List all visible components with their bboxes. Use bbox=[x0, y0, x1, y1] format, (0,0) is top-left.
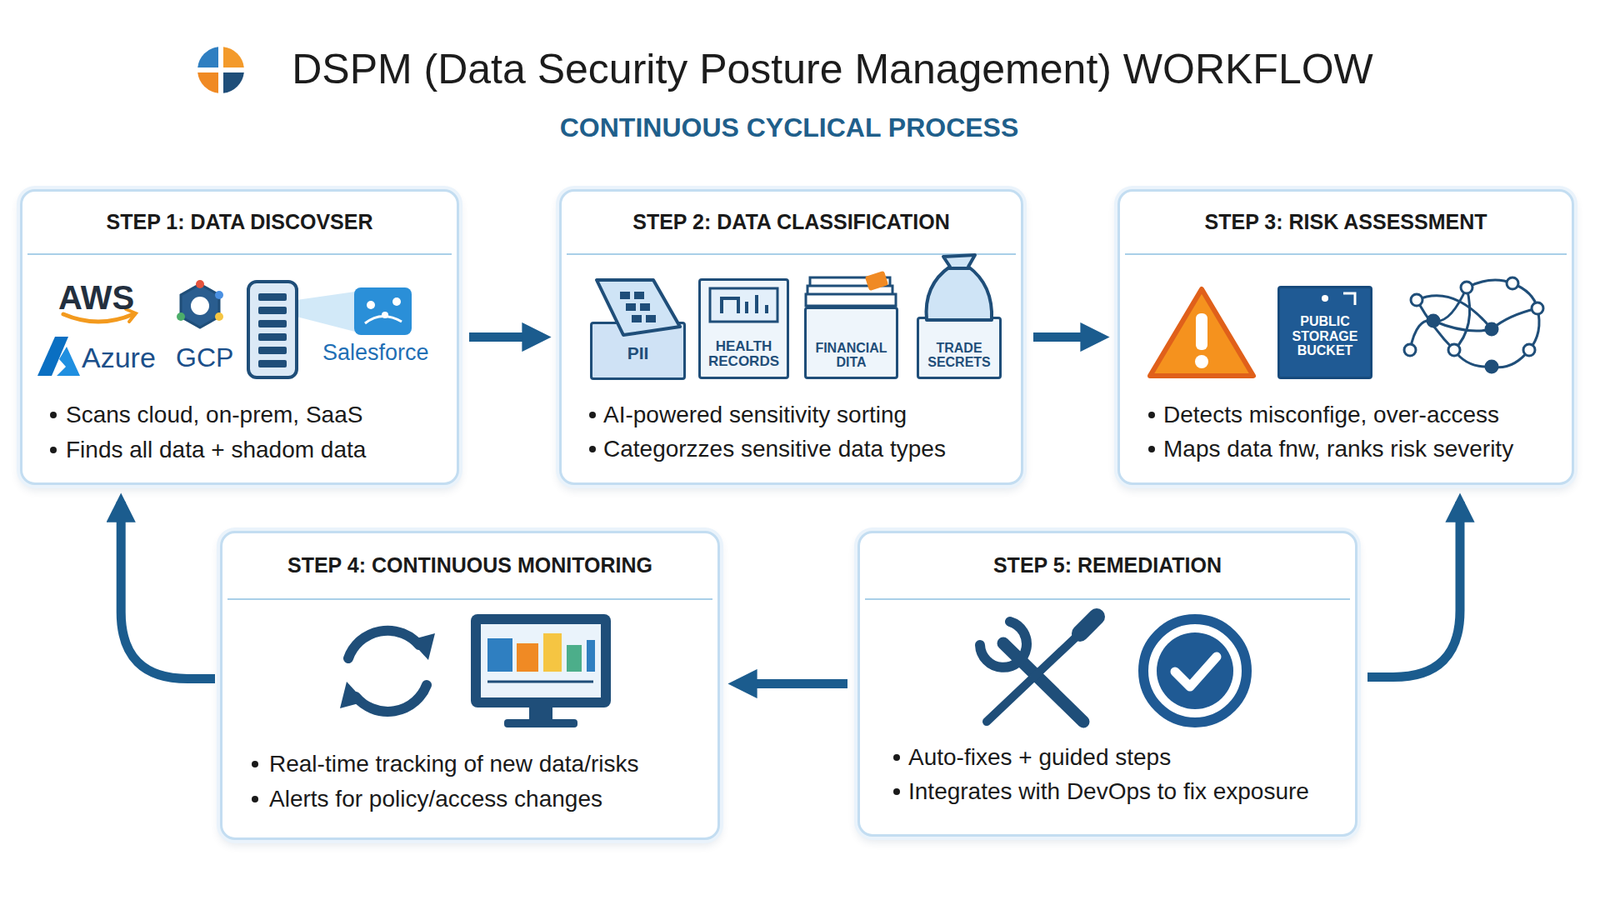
bullet-dot bbox=[893, 754, 900, 761]
bullet-dot bbox=[251, 795, 259, 803]
step-box: STEP 5: REMEDIATION Auto-fixes + guided s… bbox=[857, 530, 1358, 837]
bullet-text: AI-powered sensitivity sorting bbox=[603, 401, 907, 429]
text-label: Salesforce bbox=[322, 341, 430, 365]
data-type-label: FINANCIAL DITA bbox=[806, 340, 896, 370]
bullet-dot bbox=[893, 788, 900, 795]
bullet-text: Detects misconfige, over-access bbox=[1163, 401, 1500, 429]
data-type-label: TRADE SECRETS bbox=[919, 340, 1000, 370]
data-type-box: PUBLIC STORAGE BUCKET bbox=[1277, 285, 1373, 380]
text-label: GCP bbox=[175, 344, 234, 371]
data-type-box: FINANCIAL DITA bbox=[804, 306, 899, 380]
logo-icon bbox=[197, 46, 245, 94]
bullet-dot bbox=[50, 411, 57, 419]
bullet-dot bbox=[1148, 445, 1155, 453]
data-type-label: HEALTH RECORDS bbox=[700, 339, 787, 370]
logo-icon-part bbox=[223, 72, 245, 94]
bullet-text: Integrates with DevOps to fix exposure bbox=[908, 778, 1310, 805]
text-label: AWS bbox=[58, 280, 135, 315]
bullet-text: Real-time tracking of new data/risks bbox=[269, 750, 640, 778]
bullet-dot bbox=[589, 445, 596, 453]
step-box: STEP 2: DATA CLASSIFICATION AI-powered se… bbox=[559, 189, 1024, 485]
step-heading: STEP 5: REMEDIATION bbox=[865, 533, 1350, 600]
bullet-text: Maps data fnw, ranks risk severity bbox=[1163, 435, 1514, 463]
bullet-text: Scans cloud, on-prem, SaaS bbox=[65, 401, 363, 429]
bullet-dot bbox=[589, 411, 596, 419]
step-box: STEP 3: RISK ASSESSMENT Detects misconfig… bbox=[1117, 189, 1575, 485]
text-label: CONTINUOUS CYCLICAL PROCESS bbox=[560, 114, 1020, 141]
logo-icon-part bbox=[197, 46, 219, 68]
flow-arrow bbox=[736, 679, 848, 689]
bullet-text: Categorzzes sensitive data types bbox=[603, 435, 946, 463]
bullet-text: Alerts for policy/access changes bbox=[269, 785, 603, 813]
diagram-title: DSPM (Data Security Posture Management) … bbox=[291, 44, 1374, 95]
step-box: STEP 1: DATA DISCOVSER Scans cloud, on-pr… bbox=[20, 189, 460, 485]
step-heading: STEP 2: DATA CLASSIFICATION bbox=[566, 191, 1016, 255]
bullet-dot bbox=[1148, 411, 1155, 419]
logo-icon-part bbox=[223, 46, 245, 68]
bullet-dot bbox=[50, 446, 57, 454]
logo-icon-part bbox=[197, 72, 219, 94]
flow-arrow bbox=[1367, 501, 1460, 678]
data-type-box: TRADE SECRETS bbox=[916, 316, 1002, 380]
flow-arrow bbox=[1033, 332, 1101, 342]
step-heading: STEP 4: CONTINUOUS MONITORING bbox=[227, 533, 713, 600]
text-label: Azure bbox=[81, 343, 156, 372]
step-box: STEP 4: CONTINUOUS MONITORING Real-time t… bbox=[220, 530, 720, 840]
bullet-text: Finds all data + shadom data bbox=[65, 436, 366, 464]
data-type-label: PII bbox=[627, 343, 650, 363]
flow-arrow bbox=[120, 501, 215, 680]
bullet-text: Auto-fixes + guided steps bbox=[908, 744, 1171, 771]
flow-arrow bbox=[469, 332, 543, 342]
data-type-box: PII bbox=[590, 321, 686, 380]
data-type-box: HEALTH RECORDS bbox=[698, 278, 790, 380]
step-heading: STEP 3: RISK ASSESSMENT bbox=[1125, 191, 1567, 255]
step-heading: STEP 1: DATA DISCOVSER bbox=[27, 191, 452, 255]
bullet-dot bbox=[251, 760, 259, 768]
data-type-label: PUBLIC STORAGE BUCKET bbox=[1280, 314, 1370, 359]
